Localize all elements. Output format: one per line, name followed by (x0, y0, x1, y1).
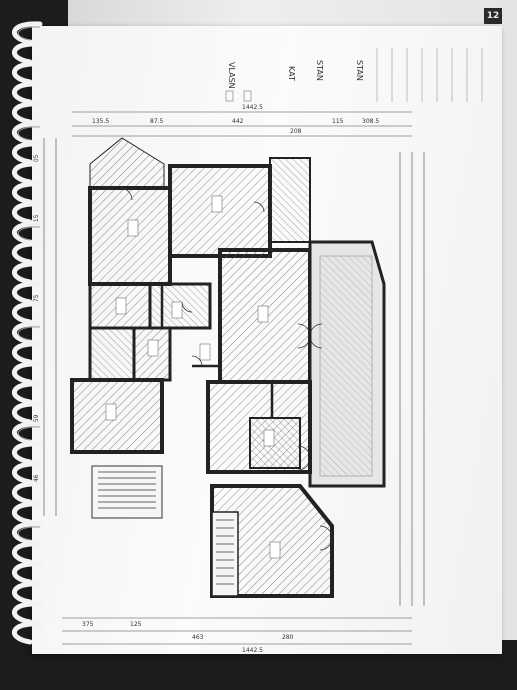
dim-top-6: 308.5 (362, 118, 379, 125)
dim-bottom-3: 463 (192, 634, 204, 641)
dim-bottom-total: 1442.5 (242, 647, 263, 654)
dim-left-1: 105 (33, 154, 40, 166)
dim-top-1: 135.5 (92, 118, 109, 125)
room-outlines (70, 137, 386, 598)
dim-bottom-4: 280 (282, 634, 294, 641)
dim-bottom-1: 375 (82, 621, 94, 628)
title-block: VLASN KAT STAN STAN (225, 48, 483, 102)
floor-plan-sheet: VLASN KAT STAN STAN 1442.5 1 (32, 26, 502, 654)
dimension-lines-bottom (62, 617, 412, 645)
owner-label: VLASN (227, 62, 236, 89)
dim-top-total: 1442.5 (242, 104, 263, 111)
unit-label-1: STAN (315, 60, 324, 81)
dim-left-2: 415 (33, 214, 40, 226)
dim-top-2: 87.5 (150, 118, 164, 125)
floor-label: KAT (287, 66, 296, 81)
dim-left-3: 175 (33, 294, 40, 306)
dim-top-5: 115 (332, 118, 344, 125)
dim-top-4: 208 (290, 128, 302, 135)
partitions (160, 242, 312, 486)
unit-label-2: STAN (355, 60, 364, 81)
dim-top-3: 442 (232, 118, 244, 125)
stairs (98, 471, 234, 585)
floor-plan-drawing: VLASN KAT STAN STAN 1442.5 1 (33, 48, 483, 654)
dimension-lines-left (43, 138, 57, 516)
dim-bottom-2: 125 (130, 621, 142, 628)
room-labels (105, 195, 281, 559)
dim-left-4: 259 (33, 414, 40, 426)
corner-tag: 12 (484, 8, 502, 24)
dimension-lines-top (72, 111, 412, 137)
spiral-binding (11, 21, 43, 645)
dimension-lines-right (399, 152, 425, 606)
dim-left-5: 246 (33, 474, 40, 486)
